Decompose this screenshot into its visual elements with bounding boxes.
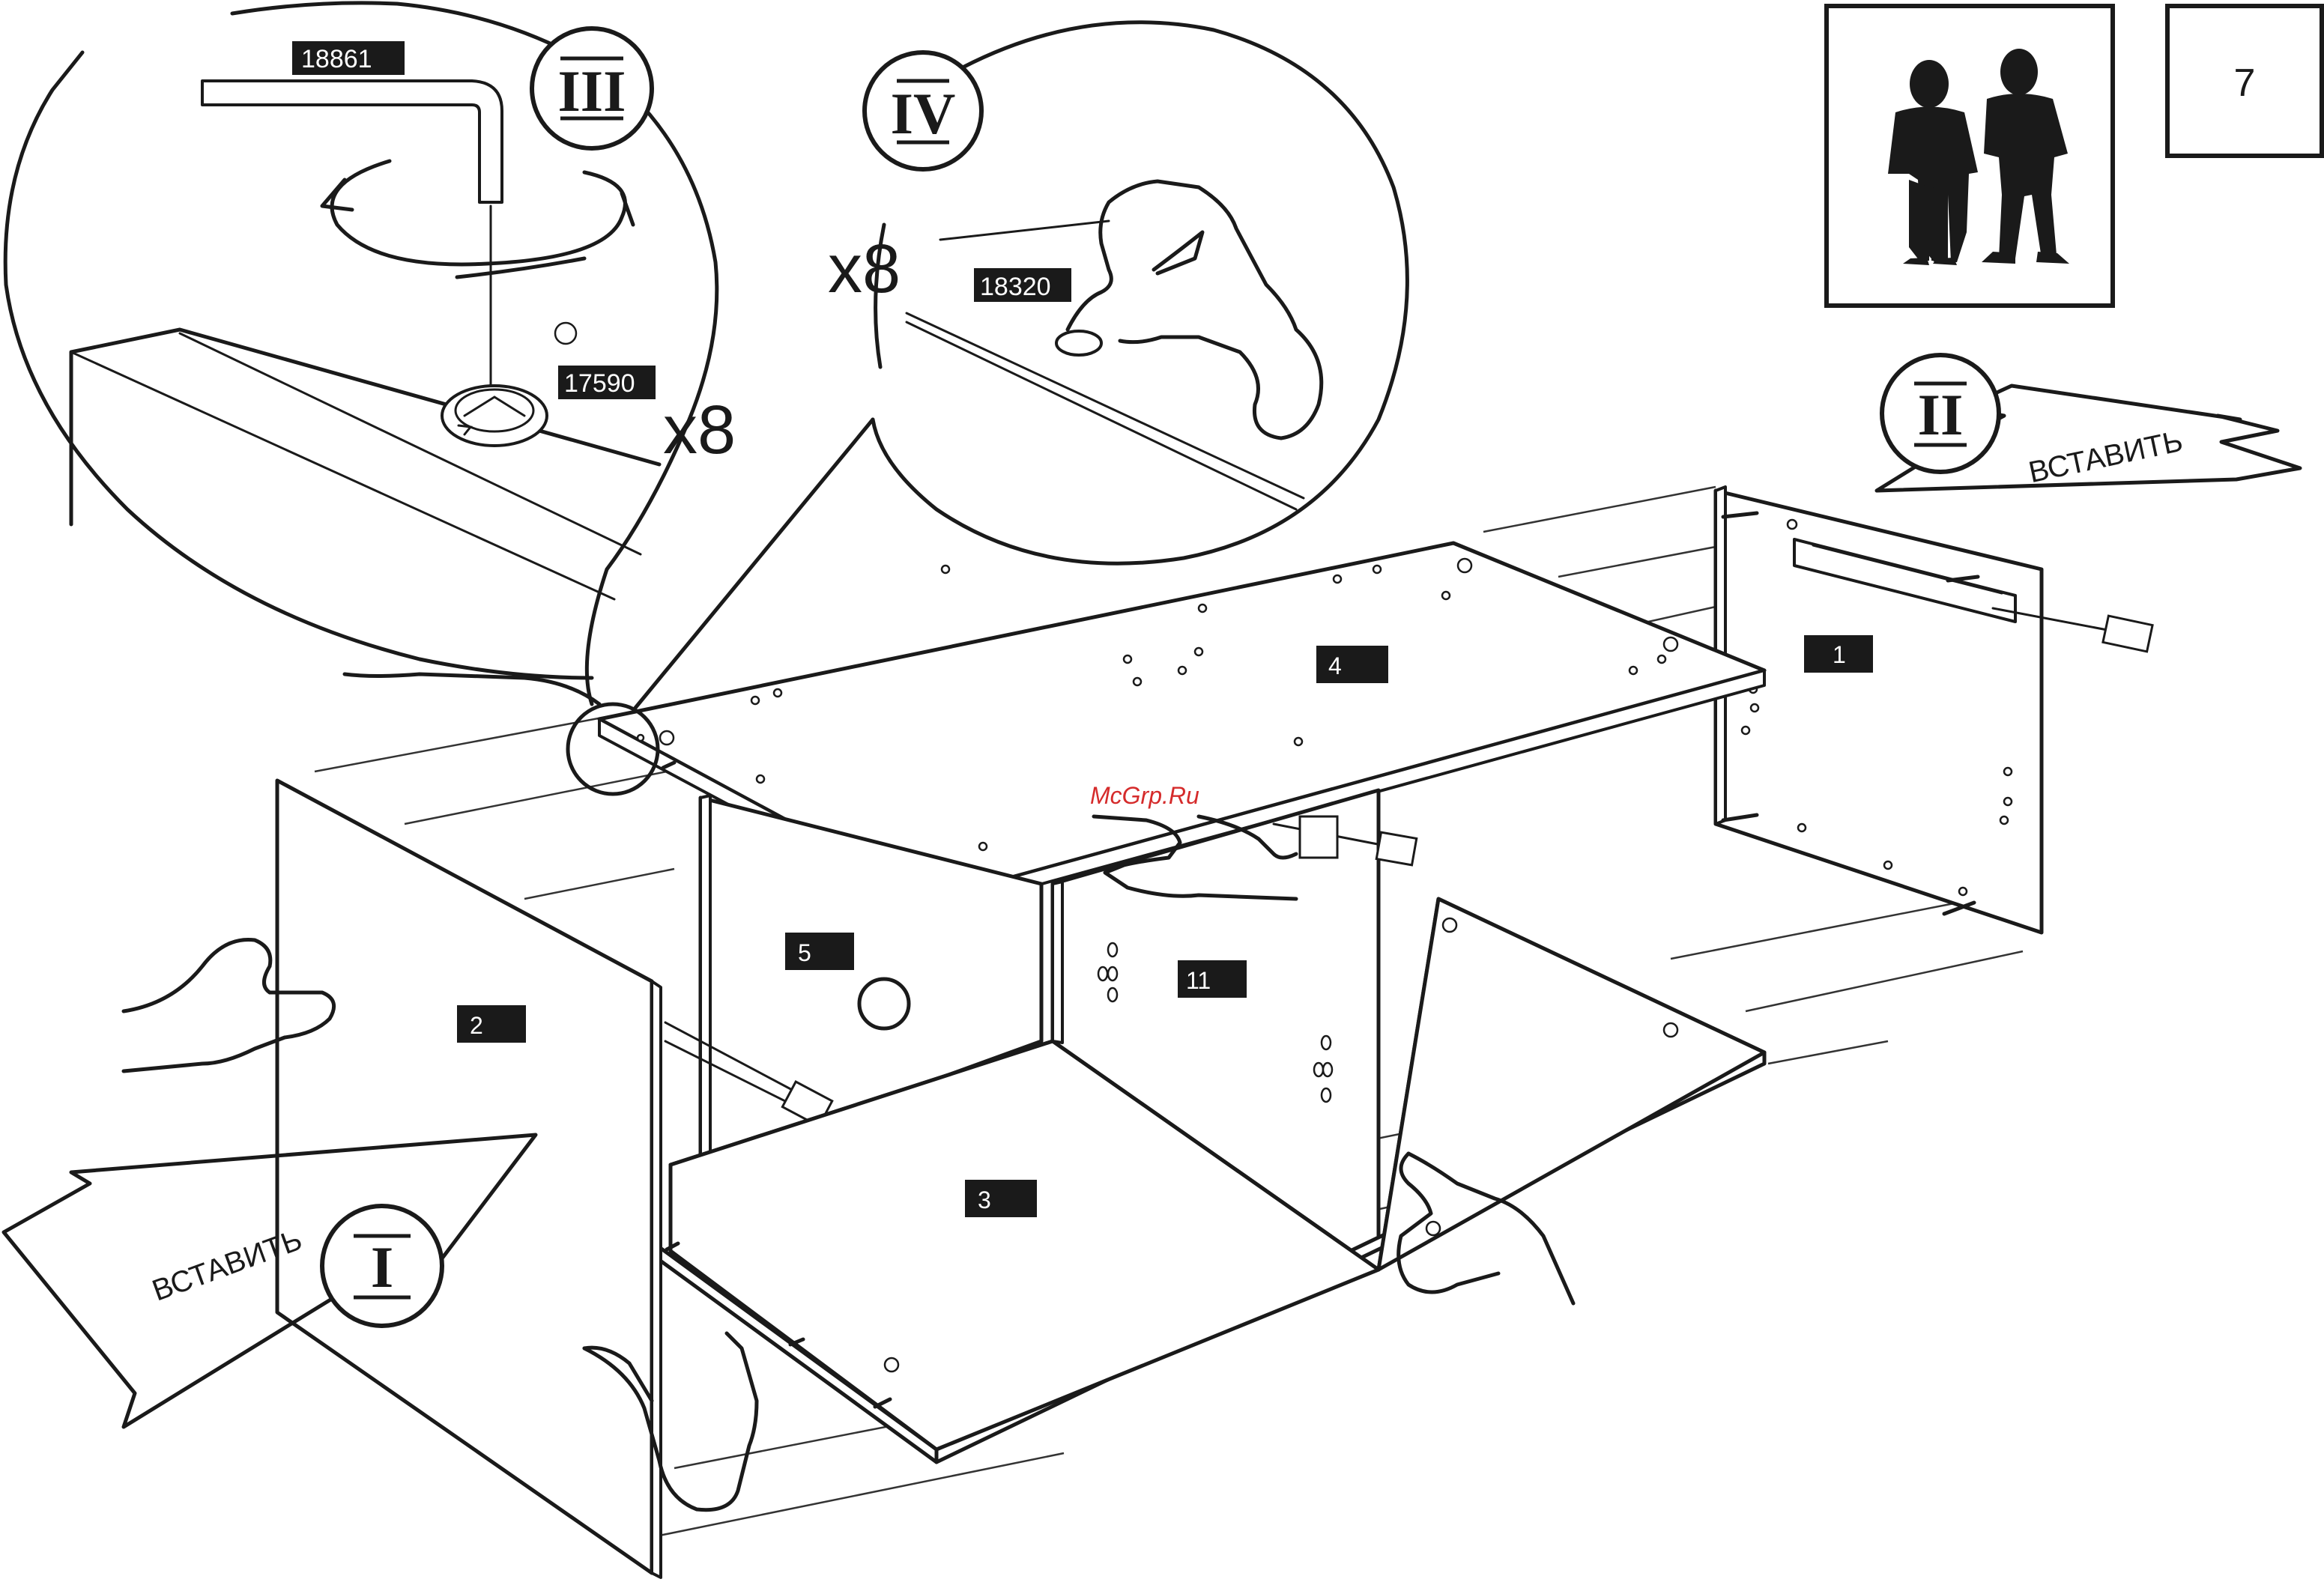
part-code-allen-key: 18861 [301, 45, 372, 73]
panel-2: 2 [277, 781, 661, 1578]
step-II-marker: II [1918, 382, 1964, 447]
part-code-cam-lock: 17590 [564, 369, 635, 398]
step-IV-marker: IV [891, 81, 956, 146]
step-III-marker: III [557, 58, 626, 124]
step-number-box: 7 [2167, 6, 2322, 156]
rotate-arrow-icon [322, 161, 633, 277]
panel-1-label: 1 [1833, 641, 1846, 668]
cam-lock-quantity: x8 [663, 392, 736, 468]
cap-quantity: x8 [828, 231, 901, 307]
panel-2-label: 2 [470, 1012, 483, 1039]
insert-label-II: ВСТАВИТЬ [2026, 425, 2185, 489]
panel-5-label: 5 [798, 939, 811, 966]
cap-press-hand-icon [1056, 181, 1322, 438]
step-number: 7 [2234, 61, 2256, 105]
step-I-marker: I [371, 1234, 393, 1300]
insert-arrow-II: ВСТАВИТЬ II [1877, 355, 2300, 491]
detail-circle-III: 18861 17590 x8 III [5, 3, 736, 678]
panel-3-label: 3 [978, 1187, 991, 1213]
watermark: McGrp.Ru [1090, 782, 1199, 809]
part-code-cap: 18320 [980, 273, 1051, 301]
panel-4-label: 4 [1328, 652, 1342, 679]
two-person-assembly-icon [1827, 6, 2113, 306]
panel-11-label: 11 [1186, 967, 1211, 994]
cam-lock-icon [442, 386, 547, 446]
allen-key-icon [202, 81, 502, 202]
detail-circle-IV: IV x8 18320 [828, 22, 1407, 563]
panel-1: 1 [1716, 487, 2152, 933]
